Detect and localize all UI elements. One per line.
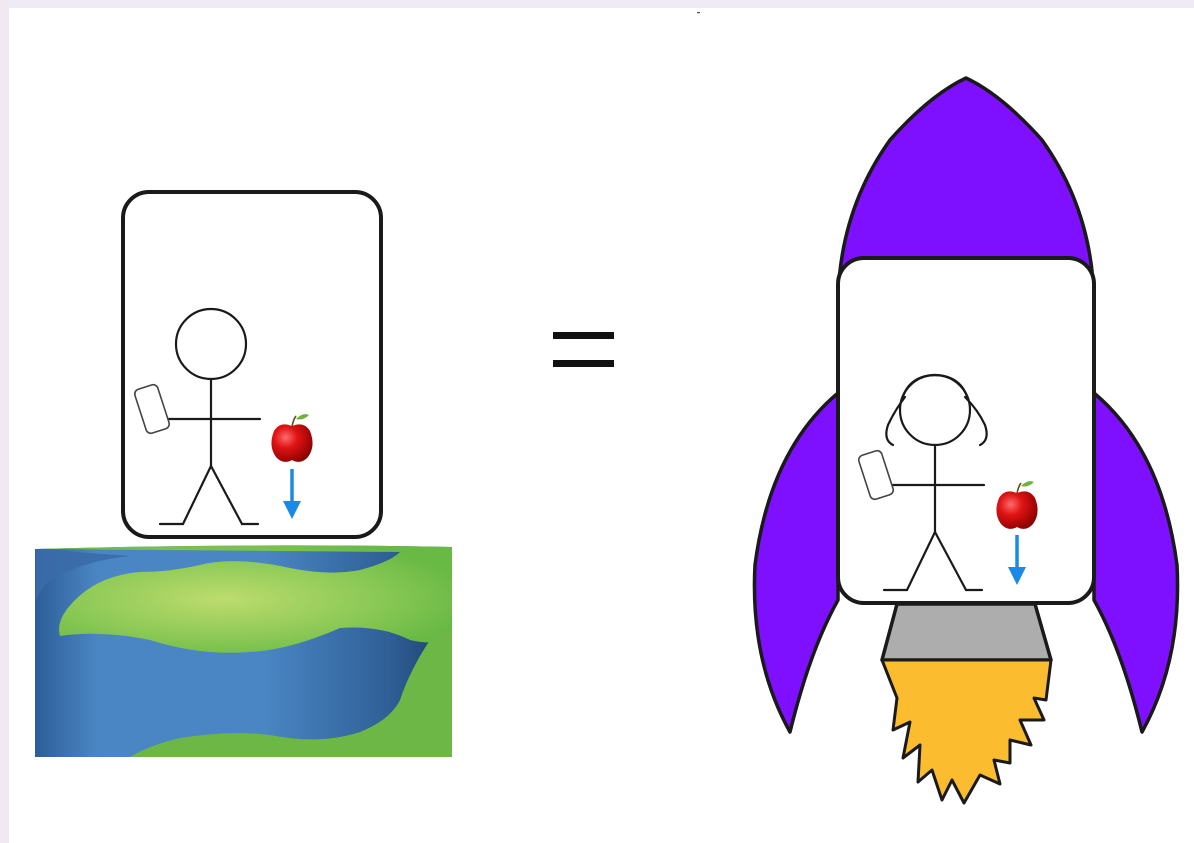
down-arrow-icon bbox=[1008, 535, 1026, 585]
earth-ground bbox=[35, 545, 452, 757]
apple-icon bbox=[996, 481, 1038, 529]
stick-figure bbox=[158, 307, 262, 526]
down-arrow-icon bbox=[283, 469, 301, 519]
left-scene bbox=[35, 190, 452, 757]
rocket bbox=[752, 76, 1180, 805]
phone-icon bbox=[133, 383, 171, 435]
apple-icon bbox=[271, 414, 313, 462]
equals-sign bbox=[553, 332, 614, 367]
rocket-flame bbox=[880, 658, 1053, 805]
earth-land-lower bbox=[130, 630, 452, 757]
exhaust-nozzle bbox=[880, 602, 1053, 662]
rocket-fin-left bbox=[752, 391, 840, 734]
stick-figure-with-hair bbox=[882, 373, 988, 592]
hair-left bbox=[885, 395, 907, 447]
earth-land-upper bbox=[35, 545, 452, 653]
phone-icon bbox=[857, 449, 895, 501]
left-band bbox=[0, 0, 9, 843]
rocket-fin-right bbox=[1092, 391, 1180, 734]
tiny-speck bbox=[697, 12, 700, 14]
top-band bbox=[0, 0, 1194, 8]
elevator-box bbox=[121, 190, 383, 539]
hair-right bbox=[963, 395, 988, 447]
rocket-cabin bbox=[836, 256, 1096, 605]
